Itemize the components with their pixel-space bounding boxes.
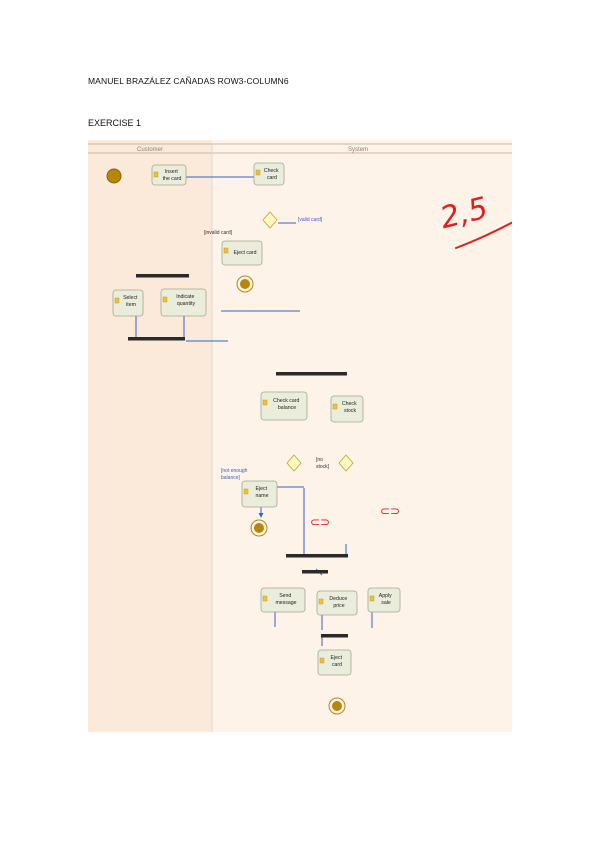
decision-card-valid [262,211,278,229]
guard-no-stock: [no stock] [316,457,330,470]
fork-bar-1 [136,274,189,278]
join-bar-3 [321,634,348,638]
system-lane-label: System [348,147,368,153]
svg-text:Select item: Select item [123,295,139,308]
final-node-1 [236,275,254,293]
action-indicate-quantity: Indicate quantity [160,288,207,317]
svg-text:Send message: Send message [275,593,296,606]
guard-valid-card: [valid card] [298,217,323,223]
decision-balance [286,454,302,472]
action-apply-sale: Apply sale [367,587,401,613]
action-eject-name: Eject name [241,480,278,508]
svg-text:Eject card: Eject card [331,655,344,668]
svg-text:Check card: Check card [264,168,280,181]
svg-text:Eject name: Eject name [256,486,269,499]
control-flows [135,176,373,646]
svg-text:Insert the card: Insert the card [163,169,182,182]
customer-lane-label: Customer [137,147,163,153]
initial-node [106,168,122,184]
svg-text:Apply sale: Apply sale [379,593,393,606]
final-node-3 [328,697,346,715]
guard-not-enough-balance: [not enough balance] [221,468,249,481]
final-node-2 [250,519,268,537]
svg-text:Indicate quantity: Indicate quantity [176,294,196,307]
action-check-stock: Check stock [330,395,364,423]
fork-bar-3 [302,570,328,574]
svg-text:Check card balance: Check card balance [273,398,301,411]
handwritten-mark-1: ⊂⊃ [310,515,330,529]
guard-invalid-card: [invalid card] [204,230,233,236]
activity-diagram: Customer System Insert the card Check [88,140,512,732]
system-lane [212,140,512,732]
join-bar-1 [128,337,185,341]
action-select-item: Select item [112,289,144,317]
exercise-heading: EXERCISE 1 [88,118,142,128]
decision-stock [338,454,354,472]
svg-text:Check stock: Check stock [342,401,358,414]
action-check-card-balance: Check card balance [260,391,308,421]
action-eject-card-1: Eject card [221,240,263,266]
fork-bar-2 [276,372,347,376]
action-send-message: Send message [260,587,306,613]
action-check-card: Check card [253,162,285,186]
action-insert-card: Insert the card [151,164,187,186]
document-author-heading: MANUEL BRAZÁLEZ CAÑADAS ROW3-COLUMN6 [88,76,289,86]
grade-underline [455,221,512,249]
customer-lane [88,140,212,732]
action-eject-card-2: Eject card [317,649,352,676]
svg-text:Eject card: Eject card [233,250,256,256]
handwritten-mark-2: ⊂⊃ [380,504,400,518]
svg-text:Deduce price: Deduce price [329,596,348,609]
action-deduce-price: Deduce price [316,590,358,616]
join-bar-2 [286,554,348,558]
